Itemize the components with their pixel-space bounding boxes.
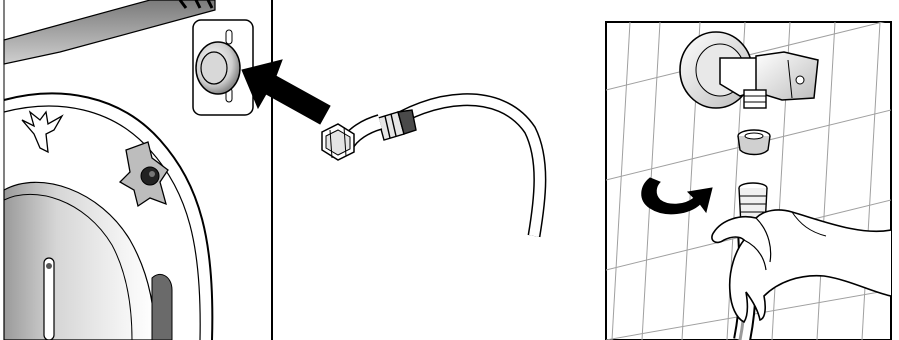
water-inlet-valve-icon xyxy=(192,19,254,116)
insert-direction-arrow-icon xyxy=(241,59,331,125)
inlet-hose-icon xyxy=(321,93,547,238)
rotation-arrow-icon xyxy=(641,177,713,215)
tap-icon xyxy=(679,31,819,109)
washing-machine-back-icon xyxy=(3,0,273,340)
hand-icon xyxy=(711,209,892,324)
hose-seal-icon xyxy=(737,129,771,156)
